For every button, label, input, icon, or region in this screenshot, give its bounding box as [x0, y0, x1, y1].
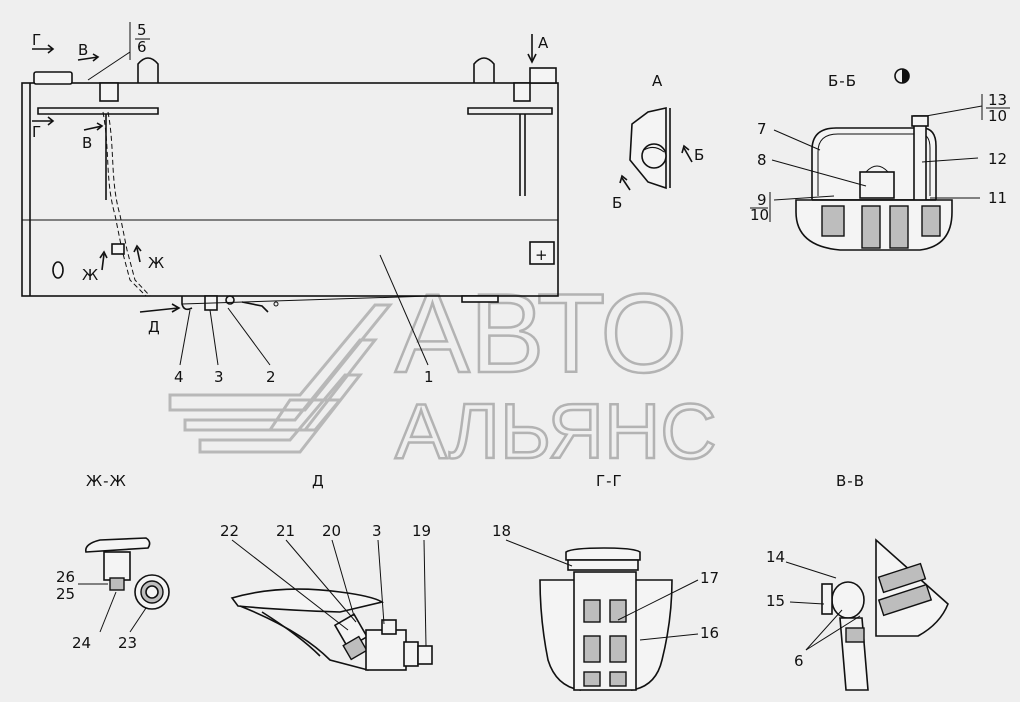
label-3-d: 3 [372, 522, 382, 540]
view-a-title: А [652, 72, 663, 90]
marker-g-bottom: Г [32, 123, 41, 141]
fuel-level-gauge [529, 241, 555, 265]
tank-bottom-section [230, 588, 385, 613]
leader-lines-main [87, 22, 429, 366]
view-vv: В-В 14 15 6 [766, 472, 949, 691]
label-15: 15 [766, 592, 785, 610]
label-4: 4 [174, 368, 184, 386]
lifting-lug-right [473, 57, 495, 83]
hose-clamp [111, 243, 125, 255]
gauge-plus-icon: + [535, 246, 548, 264]
drain-cock [241, 301, 269, 313]
marker-b-left: Б [612, 194, 622, 212]
main-part-numbers: 5 6 1 2 3 4 [135, 21, 434, 386]
view-d: Д 22 21 20 3 19 [220, 472, 433, 671]
marker-v-bottom: В [82, 134, 92, 152]
strap-left [37, 107, 159, 115]
label-6: 6 [137, 38, 147, 56]
label-14: 14 [766, 548, 785, 566]
fitting-d [181, 296, 193, 311]
view-d-title: Д [312, 472, 325, 490]
cap-ring [567, 559, 639, 571]
watermark: АВТО АЛЬЯНС [168, 270, 718, 476]
label-10-bb-left: 10 [750, 206, 769, 224]
view-bb-title: Б-Б [828, 72, 857, 90]
watermark-line1: АВТО [395, 271, 687, 396]
label-5: 5 [137, 21, 147, 39]
marker-zh-right: Ж [148, 254, 164, 272]
tank-body [21, 82, 559, 297]
label-12: 12 [988, 150, 1007, 168]
marker-b-right: Б [694, 146, 704, 164]
label-22: 22 [220, 522, 239, 540]
label-13: 13 [988, 91, 1007, 109]
strainer [573, 571, 637, 691]
clamp-vv [821, 583, 833, 615]
float [859, 171, 895, 199]
watermark-line2: АЛЬЯНС [395, 387, 717, 475]
label-6-vv: 6 [794, 652, 804, 670]
marker-zh-left: Ж [82, 266, 98, 284]
label-23: 23 [118, 634, 137, 652]
view-bb: Б-Б 7 8 9 10 11 1 [750, 68, 1010, 251]
label-8: 8 [757, 151, 767, 169]
view-zhzh-title: Ж-Ж [86, 472, 127, 490]
view-vv-title: В-В [836, 472, 865, 490]
filler-cap-section [565, 547, 641, 561]
marker-g-top: Г [32, 31, 41, 49]
strap-bracket-left [99, 82, 119, 102]
view-gg-title: Г-Г [596, 472, 623, 490]
strap-right [467, 107, 553, 115]
view-gg: Г-Г 18 17 16 [492, 472, 719, 691]
view-zhzh: Ж-Ж 26 25 24 23 [56, 472, 170, 652]
label-17: 17 [700, 569, 719, 587]
fitting-end [417, 645, 433, 665]
strainer-mesh [583, 599, 627, 687]
label-11: 11 [988, 189, 1007, 207]
fitting-nut [403, 641, 419, 667]
marker-d: Д [148, 318, 160, 336]
section-markers: Г В Г В А Ж Ж Д [32, 31, 549, 336]
label-19: 19 [412, 522, 431, 540]
clamp-body [103, 551, 131, 581]
label-16: 16 [700, 624, 719, 642]
label-7: 7 [757, 120, 767, 138]
sensor-housing [529, 67, 557, 84]
label-3: 3 [214, 368, 224, 386]
label-18: 18 [492, 522, 511, 540]
cock-handle [381, 619, 397, 635]
fuel-tank-main-view: + [21, 57, 559, 313]
strap-bracket-right [513, 82, 531, 102]
fuel-hose [102, 111, 147, 297]
marker-a: А [538, 34, 549, 52]
label-1: 1 [424, 368, 434, 386]
label-25: 25 [56, 585, 75, 603]
clamp-strip [84, 537, 151, 553]
view-a: А Б Б [612, 72, 704, 212]
hose-fitting-vv [831, 581, 865, 619]
lifting-lug-left [137, 57, 159, 83]
marker-v-top: В [78, 41, 88, 59]
label-21: 21 [276, 522, 295, 540]
label-26: 26 [56, 568, 75, 586]
drain-plug [52, 261, 64, 279]
label-2: 2 [266, 368, 276, 386]
label-10-bb-right: 10 [988, 107, 1007, 125]
filler-cap [33, 71, 73, 85]
label-20: 20 [322, 522, 341, 540]
cock-body [365, 629, 407, 671]
watermark-logo [168, 303, 394, 454]
label-24: 24 [72, 634, 91, 652]
bottom-mount [461, 295, 499, 303]
view-bb-sensor-icon [894, 68, 910, 84]
label-9: 9 [757, 191, 767, 209]
